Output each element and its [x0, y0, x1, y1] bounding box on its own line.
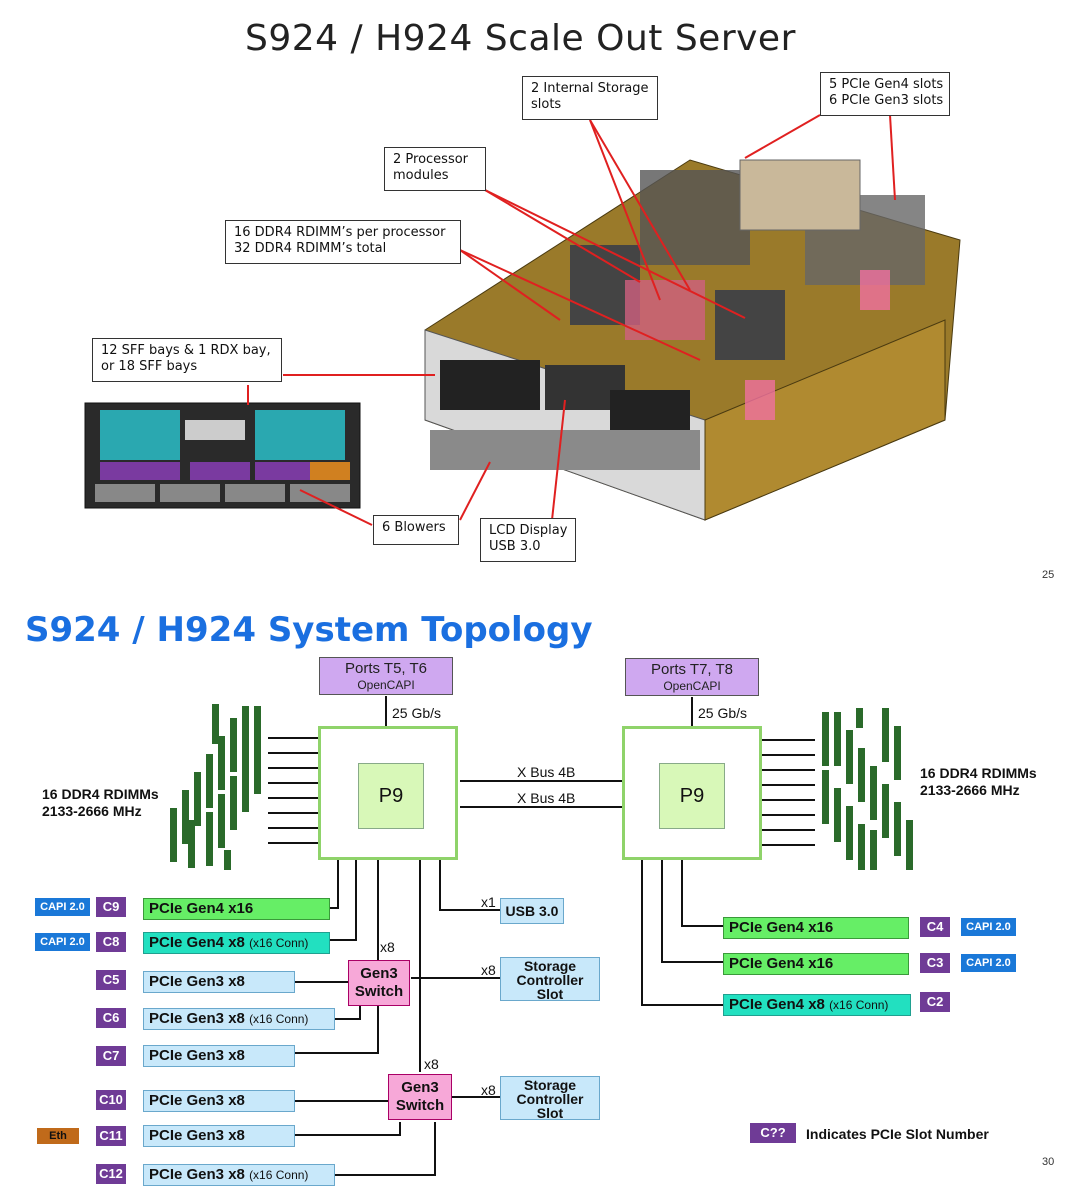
xbus-label-2: X Bus 4B [517, 790, 576, 806]
usb-box: USB 3.0 [500, 898, 564, 924]
dimm-label-left: 16 DDR4 RDIMMs 2133-2666 MHz [42, 786, 159, 819]
capi-badge-c4: CAPI 2.0 [961, 918, 1016, 936]
capi-badge-c9: CAPI 2.0 [35, 898, 90, 916]
x8-label-storage2: x8 [481, 1082, 496, 1098]
speed-left: 25 Gb/s [392, 705, 442, 721]
gen3-switch-1: Gen3 Switch [348, 960, 410, 1006]
slot-c12: C12 [96, 1164, 126, 1184]
callout-arrows [247, 114, 896, 526]
slot-c8: C8 [96, 932, 126, 952]
pcie-c11: PCIe Gen3 x8 [143, 1125, 295, 1147]
server-front-view-illustration [84, 402, 361, 509]
xbus-label-1: X Bus 4B [517, 764, 576, 780]
speed-right: 25 Gb/s [698, 705, 748, 721]
dimm-modules-left [170, 704, 261, 870]
processor-chip-left: P9 [318, 726, 458, 860]
pcie-c12: PCIe Gen3 x8 (x16 Conn) [143, 1164, 335, 1186]
slot-c3: C3 [920, 953, 950, 973]
callout-sff-bays: 12 SFF bays & 1 RDX bay, or 18 SFF bays [92, 338, 282, 382]
callout-lcd-usb: LCD Display USB 3.0 [480, 518, 576, 562]
legend-text: Indicates PCIe Slot Number [806, 1126, 989, 1142]
x8-label-switch1: x8 [380, 939, 395, 955]
pcie-c3: PCIe Gen4 x16 [723, 953, 909, 975]
storage-controller-slot-1: Storage Controller Slot [500, 957, 600, 1001]
dimm-modules-right [822, 708, 913, 870]
slot-c10: C10 [96, 1090, 126, 1110]
processor-chip-right: P9 [622, 726, 762, 860]
pcie-c8: PCIe Gen4 x8 (x16 Conn) [143, 932, 330, 954]
server-chassis-illustration [424, 159, 961, 521]
slot-c11: C11 [96, 1126, 126, 1146]
legend-slot-badge: C?? [750, 1123, 796, 1143]
slot-c7: C7 [96, 1046, 126, 1066]
slide1-page-number: 25 [1042, 569, 1055, 581]
ports-t5-t6: Ports T5, T6 OpenCAPI [319, 657, 453, 695]
pcie-c4: PCIe Gen4 x16 [723, 917, 909, 939]
slide2-title: S924 / H924 System Topology [25, 610, 593, 650]
callout-ddr4-rdimms: 16 DDR4 RDIMM’s per processor 32 DDR4 RD… [225, 220, 461, 264]
dimm-label-right: 16 DDR4 RDIMMs 2133-2666 MHz [920, 765, 1037, 798]
slide1-title: S924 / H924 Scale Out Server [245, 18, 796, 59]
slot-c6: C6 [96, 1008, 126, 1028]
slot-c2: C2 [920, 992, 950, 1012]
slot-c9: C9 [96, 897, 126, 917]
pcie-c2: PCIe Gen4 x8 (x16 Conn) [723, 994, 911, 1016]
x8-label-storage1: x8 [481, 962, 496, 978]
slot-c4: C4 [920, 917, 950, 937]
x1-label: x1 [481, 894, 496, 910]
slide2-page-number: 30 [1042, 1156, 1055, 1168]
x8-label-switch2: x8 [424, 1056, 439, 1072]
pcie-c9: PCIe Gen4 x16 [143, 898, 330, 920]
pcie-c7: PCIe Gen3 x8 [143, 1045, 295, 1067]
gen3-switch-2: Gen3 Switch [388, 1074, 452, 1120]
ports-t7-t8: Ports T7, T8 OpenCAPI [625, 658, 759, 696]
capi-badge-c8: CAPI 2.0 [35, 933, 90, 951]
pcie-c6: PCIe Gen3 x8 (x16 Conn) [143, 1008, 335, 1030]
p9-core-right: P9 [659, 763, 725, 829]
pcie-c10: PCIe Gen3 x8 [143, 1090, 295, 1112]
callout-blowers: 6 Blowers [373, 515, 459, 545]
storage-controller-slot-2: Storage Controller Slot [500, 1076, 600, 1120]
callout-pcie-slots: 5 PCIe Gen4 slots 6 PCIe Gen3 slots [820, 72, 950, 116]
p9-core-left: P9 [358, 763, 424, 829]
pcie-c5: PCIe Gen3 x8 [143, 971, 295, 993]
callout-processor-modules: 2 Processor modules [384, 147, 486, 191]
capi-badge-c3: CAPI 2.0 [961, 954, 1016, 972]
callout-internal-storage: 2 Internal Storage slots [522, 76, 658, 120]
slot-c5: C5 [96, 970, 126, 990]
eth-badge-c11: Eth [37, 1128, 79, 1144]
